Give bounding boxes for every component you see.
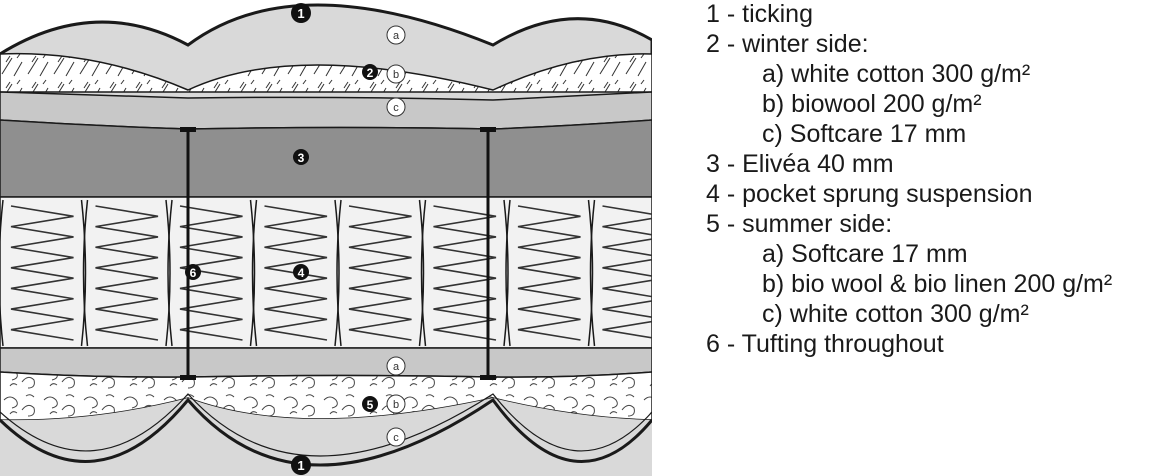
sublabel-winter-b: b — [386, 64, 406, 84]
marker-2-label: 2 — [367, 66, 374, 80]
spring-coil — [602, 205, 652, 339]
marker-1-top-label: 1 — [297, 6, 304, 21]
spring-coil — [433, 205, 497, 341]
marker-3-label: 3 — [298, 151, 305, 165]
summer-cotton-layer — [0, 398, 652, 476]
bottom-ticking-inner-line — [0, 393, 652, 457]
mattress-cross-section: 1 2 3 4 5 6 1 a — [0, 3, 652, 476]
spring-coil — [179, 205, 243, 341]
legend-line: 5 - summer side: — [706, 210, 893, 238]
marker-1-bottom-label: 1 — [297, 458, 304, 473]
sublabel-summer-c: c — [386, 427, 406, 447]
pocket-springs — [0, 199, 652, 347]
sublabel-winter-b-text: b — [393, 69, 399, 81]
legend-line: 6 - Tufting throughout — [706, 330, 944, 358]
marker-1-top: 1 — [291, 3, 311, 23]
legend-line: 1 - ticking — [706, 0, 813, 28]
legend-line: a) Softcare 17 mm — [762, 240, 968, 268]
sublabel-winter-a: a — [386, 25, 406, 45]
tufting-cap — [480, 127, 496, 132]
sublabel-winter-c-text: c — [393, 102, 399, 114]
legend-line: 3 - Elivéa 40 mm — [706, 150, 894, 178]
marker-5: 5 — [362, 396, 378, 412]
spring-pocket — [167, 199, 256, 347]
spring-pocket — [82, 199, 171, 347]
legend-line: 2 - winter side: — [706, 30, 869, 58]
legend-line: c) Softcare 17 mm — [762, 120, 967, 148]
marker-6: 6 — [185, 264, 201, 280]
spring-zone — [0, 196, 652, 349]
sublabel-winter-c: c — [386, 97, 406, 117]
spring-coil — [517, 205, 581, 341]
marker-4-label: 4 — [298, 266, 305, 280]
marker-1-bottom: 1 — [291, 455, 311, 475]
marker-6-label: 6 — [190, 266, 197, 280]
tufting-cap — [180, 127, 196, 132]
sublabel-summer-b: b — [386, 394, 406, 414]
spring-pocket — [336, 199, 425, 347]
elivea-layer — [0, 119, 652, 198]
spring-coil — [95, 205, 159, 341]
spring-pocket — [0, 199, 87, 347]
spring-coil — [348, 205, 412, 341]
spring-pocket — [505, 199, 594, 347]
legend-line: b) bio wool & bio linen 200 g/m² — [762, 270, 1113, 298]
legend-line: b) biowool 200 g/m² — [762, 90, 982, 118]
bottom-ticking-line — [0, 397, 652, 467]
spring-coil — [10, 205, 74, 341]
marker-5-label: 5 — [367, 398, 374, 412]
spring-pocket — [589, 199, 596, 347]
marker-4: 4 — [293, 264, 309, 280]
marker-3: 3 — [293, 149, 309, 165]
legend-line: a) white cotton 300 g/m² — [762, 60, 1031, 88]
legend-line: 4 - pocket sprung suspension — [706, 180, 1033, 208]
marker-2: 2 — [362, 64, 378, 80]
spring-pocket — [251, 199, 340, 347]
summer-softcare-layer — [0, 347, 652, 378]
sublabel-summer-c-text: c — [393, 432, 399, 444]
winter-biowool-layer — [0, 52, 652, 93]
sublabel-summer-b-text: b — [393, 399, 399, 411]
sublabel-winter-a-text: a — [393, 30, 400, 42]
tufting-cap — [480, 375, 496, 380]
sublabel-summer-a: a — [386, 356, 406, 376]
winter-softcare-layer — [0, 91, 652, 130]
legend-line: c) white cotton 300 g/m² — [762, 300, 1029, 328]
spring-pocket — [420, 199, 509, 347]
sublabel-summer-a-text: a — [393, 361, 400, 373]
tufting-cap — [180, 375, 196, 380]
